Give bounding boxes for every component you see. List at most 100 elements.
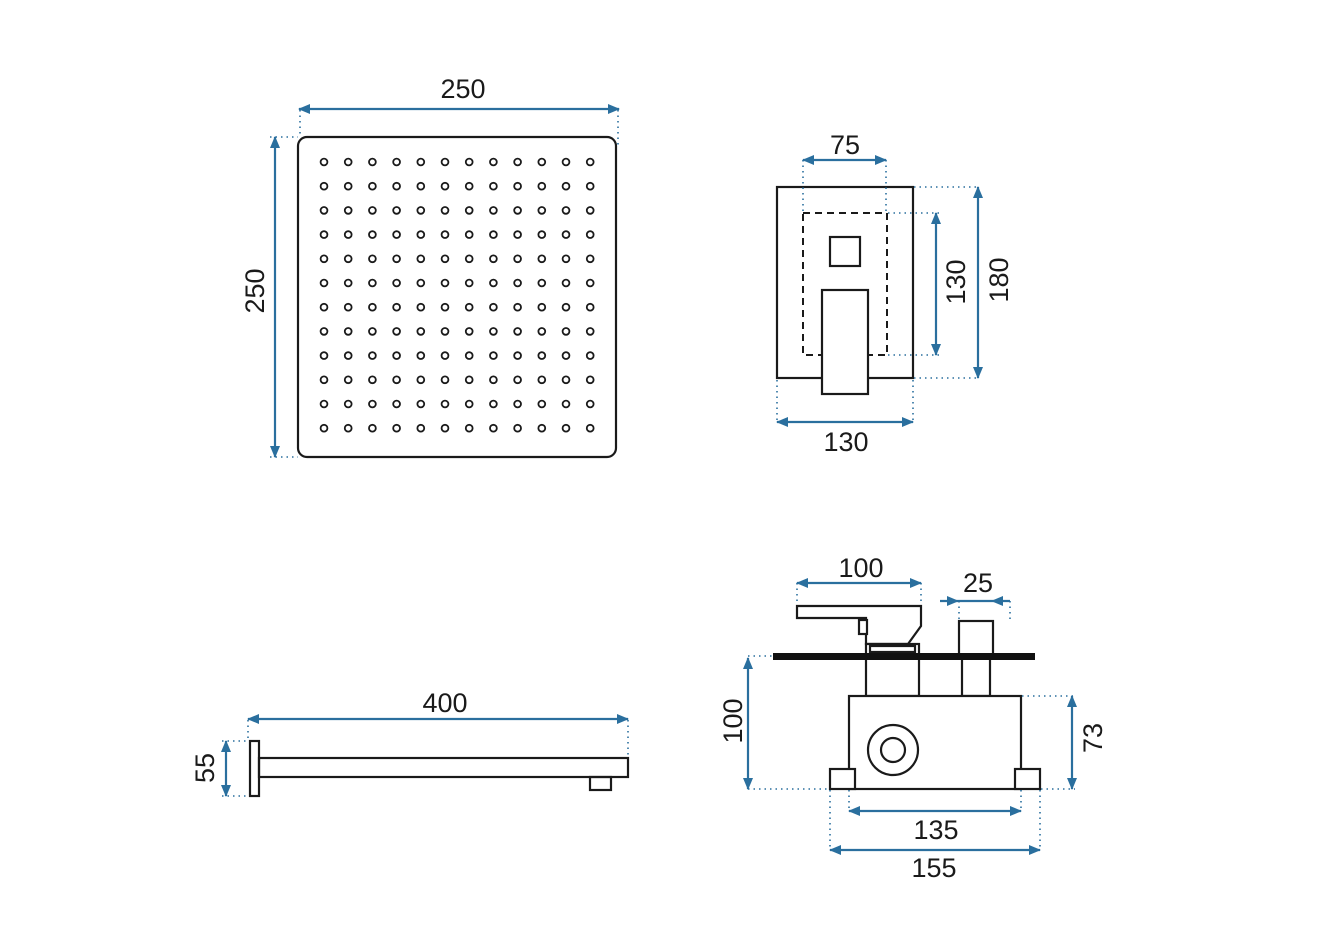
nozzle-hole (416, 230, 426, 239)
nozzle-hole (368, 254, 377, 264)
nozzle-hole (464, 423, 474, 433)
nozzle-hole (561, 302, 571, 312)
shower-head-view: 250 250 (240, 74, 620, 459)
mixer-plate-front-view: 75 130 180 130 (775, 130, 1014, 457)
nozzle-hole (561, 181, 571, 191)
nozzle-hole (319, 181, 329, 191)
nozzle-hole (319, 375, 329, 385)
plate-width-label: 130 (823, 427, 868, 457)
nozzle-hole (440, 375, 450, 385)
nozzle-hole (464, 254, 474, 264)
plate-height-label: 180 (984, 257, 1014, 302)
nozzle-hole (392, 375, 401, 385)
nozzle-hole (537, 399, 547, 409)
nozzle-hole (343, 278, 353, 288)
diverter-square (828, 235, 862, 268)
nozzle-hole (343, 375, 353, 385)
nozzle-hole (416, 327, 426, 336)
nozzle-hole (416, 181, 426, 191)
nozzle-hole (537, 302, 547, 312)
nozzle-hole (489, 254, 498, 264)
nozzle-hole (368, 302, 377, 312)
nozzle-hole (368, 327, 377, 336)
nozzle-hole (585, 157, 595, 167)
nozzle-hole (561, 399, 571, 409)
nozzle-hole (343, 327, 353, 336)
nozzle-hole (416, 351, 426, 360)
nozzle-hole (319, 327, 329, 336)
arm-height-label: 55 (190, 753, 220, 783)
nozzle-hole (513, 254, 522, 264)
nozzle-hole (392, 206, 401, 215)
nozzle-hole (585, 327, 595, 336)
nozzle-hole (392, 399, 401, 409)
nozzle-hole (513, 399, 522, 409)
nozzle-hole (537, 423, 547, 433)
nozzle-hole (537, 327, 547, 336)
mounting-foot-left (828, 767, 857, 791)
nozzle-hole (440, 254, 450, 264)
nozzle-hole (489, 399, 498, 409)
nozzle-hole (489, 351, 498, 360)
head-height-label: 250 (240, 268, 270, 313)
plate-inner-height-label: 130 (941, 259, 971, 304)
nozzle-hole (440, 302, 450, 312)
outlet-ring-outer (866, 723, 920, 777)
nozzle-hole (537, 278, 547, 288)
nozzle-hole (489, 230, 498, 239)
knob-width-arrow (991, 596, 1003, 606)
nozzle-hole (440, 423, 450, 433)
nozzle-hole (585, 375, 595, 385)
nozzle-hole (513, 302, 522, 312)
nozzle-hole (319, 230, 329, 239)
nozzle-hole (392, 181, 401, 191)
nozzle-hole (368, 181, 377, 191)
nozzle-hole (489, 206, 498, 215)
nozzle-hole (368, 423, 377, 433)
nozzle-hole (561, 423, 571, 433)
nozzle-hole (392, 278, 401, 288)
nozzle-hole (368, 278, 377, 288)
nozzle-hole (489, 375, 498, 385)
arm-length-label: 400 (422, 688, 467, 718)
nozzle-hole (368, 157, 377, 167)
nozzle-hole (343, 351, 353, 360)
nozzle-hole (440, 327, 450, 336)
nozzle-hole (416, 157, 426, 167)
nozzle-hole (343, 254, 353, 264)
nozzle-hole (416, 399, 426, 409)
nozzle-hole (319, 351, 329, 360)
plate-inner-width-label: 75 (830, 130, 860, 160)
nozzle-hole (537, 181, 547, 191)
nozzle-hole (585, 181, 595, 191)
nozzle-hole (489, 302, 498, 312)
nozzle-hole (416, 254, 426, 264)
nozzle-hole (513, 327, 522, 336)
nozzle-hole (319, 254, 329, 264)
nozzle-hole (368, 230, 377, 239)
mounting-foot-right (1013, 767, 1042, 791)
nozzle-hole (513, 375, 522, 385)
nozzle-hole (392, 302, 401, 312)
arm-tube (257, 756, 630, 779)
nozzle-hole (368, 206, 377, 215)
nozzle-hole (319, 302, 329, 312)
diverter-stem (960, 653, 992, 698)
shower-head-outline (296, 135, 618, 459)
shower-arm-view: 400 55 (190, 688, 630, 798)
box-outer-width-label: 155 (911, 853, 956, 883)
nozzle-hole (513, 278, 522, 288)
wall-flange (248, 739, 261, 798)
nozzle-hole (392, 254, 401, 264)
nozzle-hole (416, 278, 426, 288)
nozzle-hole (343, 423, 353, 433)
nozzle-hole (464, 181, 474, 191)
nozzle-hole (343, 399, 353, 409)
nozzle-hole (464, 278, 474, 288)
nozzle-hole (440, 278, 450, 288)
nozzle-hole (464, 351, 474, 360)
cartridge-collar (868, 644, 917, 654)
nozzle-hole (513, 206, 522, 215)
nozzle-hole (319, 206, 329, 215)
